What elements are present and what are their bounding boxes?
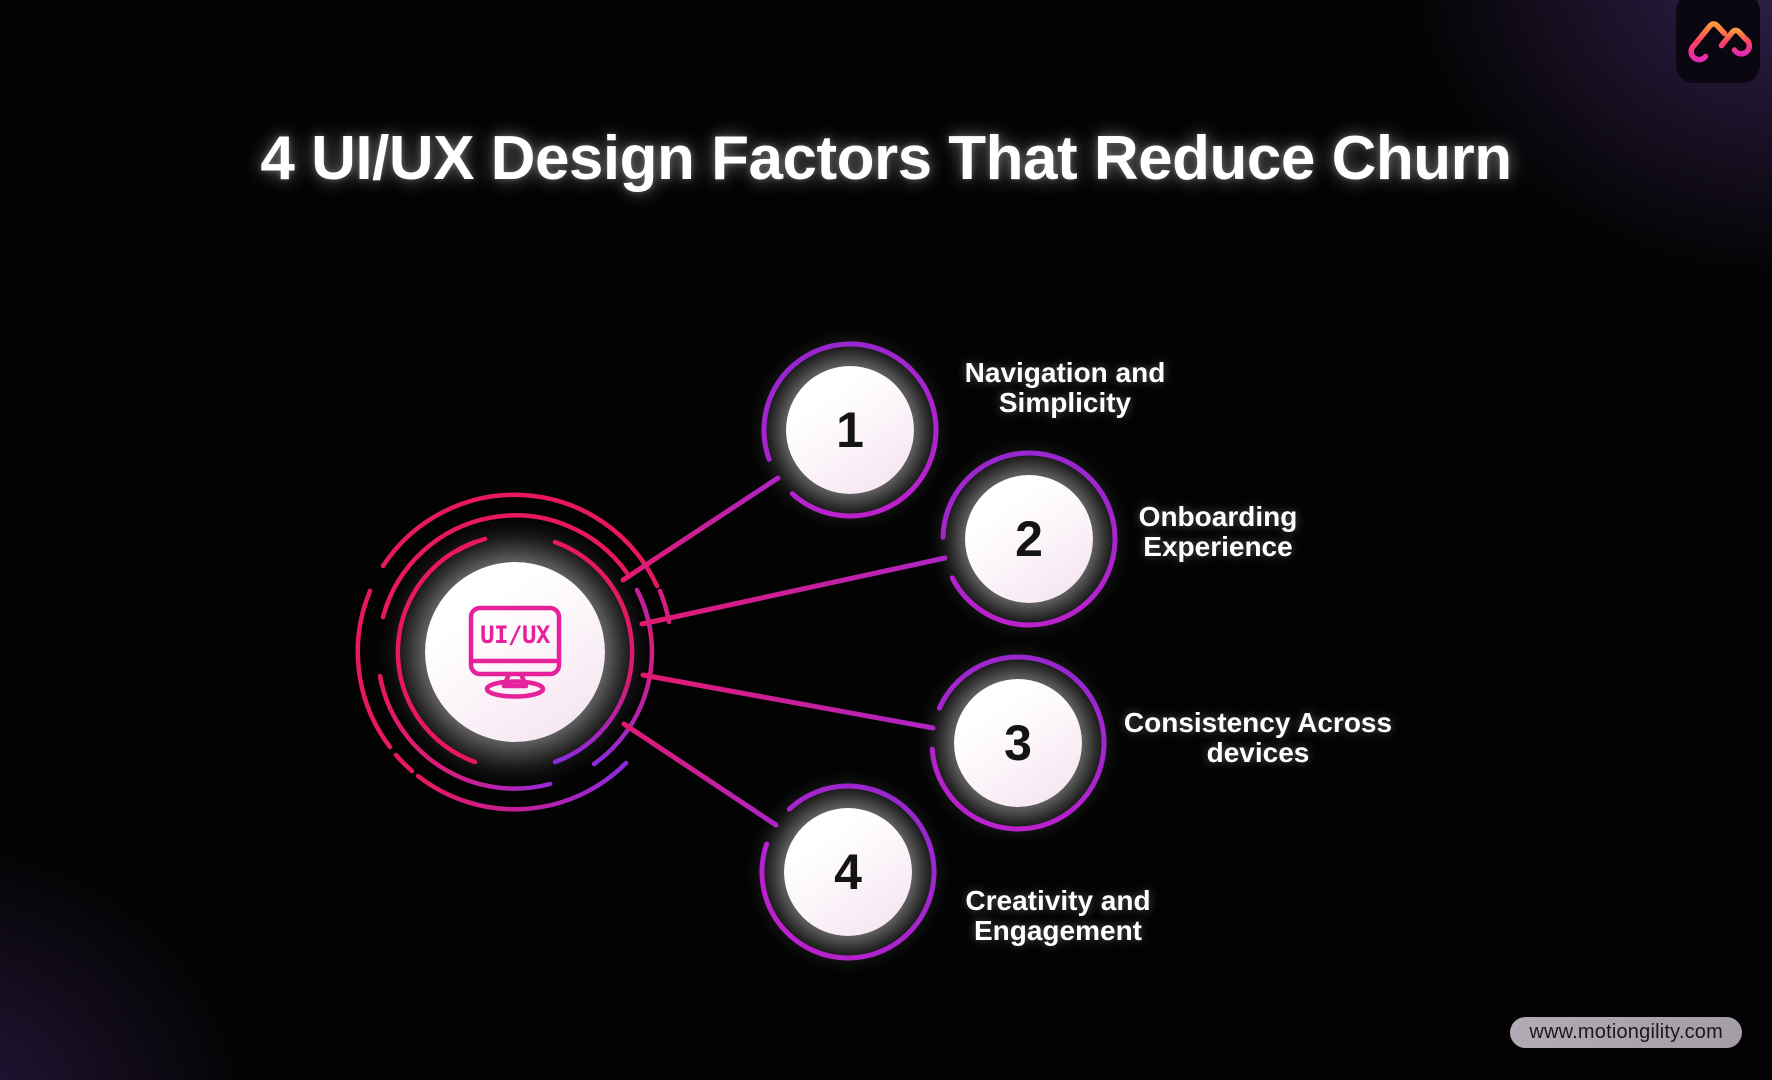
factor-circle-1: 1 [786,366,914,494]
factor-label-2: Onboarding Experience [1138,501,1298,562]
factor-label-4: Creativity and Engagement [965,885,1151,946]
factor-number: 4 [834,844,862,900]
monitor-base [484,679,546,699]
website-badge: www.motiongility.com [1510,1017,1742,1048]
factor-circle-4: 4 [784,808,912,936]
factor-circle-3: 3 [954,679,1082,807]
factor-circle-2: 2 [965,475,1093,603]
connector-lines [620,475,948,828]
motiongility-m-icon [1688,21,1753,63]
connector-line-3 [640,672,936,731]
factor-number: 3 [1004,715,1032,771]
website-url: www.motiongility.com [1529,1021,1723,1043]
factor-label-1: Navigation and Simplicity [964,357,1166,418]
connector-line-4 [621,721,779,828]
hub-circle: UI/UX [425,562,605,742]
page-title: 4 UI/UX Design Factors That Reduce Churn [260,124,1512,193]
connector-line-2 [639,555,948,627]
connector-line-1 [620,475,781,583]
monitor-icon: UI/UX [468,605,562,699]
motiongility-logo [1676,0,1760,83]
factor-label-3: Consistency Across devices [1123,707,1393,768]
factor-number: 2 [1015,511,1043,567]
factor-number: 1 [836,402,864,458]
hub-label: UI/UX [480,621,551,649]
